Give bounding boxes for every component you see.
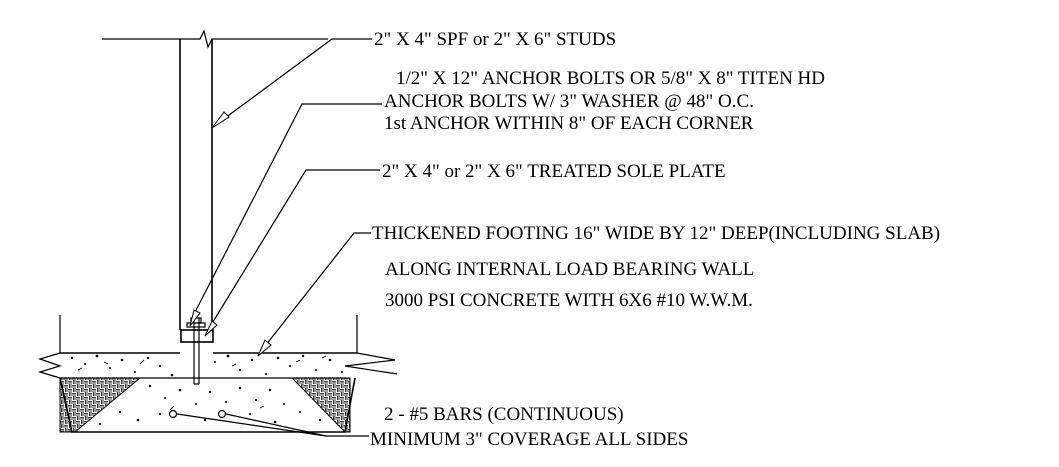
label-sole-plate: 2" X 4" or 2" X 6" TREATED SOLE PLATE: [382, 161, 726, 182]
leader-bars: [176, 413, 369, 437]
label-footing-line2: ALONG INTERNAL LOAD BEARING WALL: [385, 259, 754, 280]
anchor-bolt: [193, 318, 200, 385]
stud: [179, 39, 213, 330]
slab-outline: [37, 315, 398, 379]
concrete-dashes: [77, 355, 327, 411]
leader-sole-plate: [204, 169, 380, 337]
sole-plate: [180, 329, 214, 343]
rebar: [168, 409, 227, 419]
leader-studs: [211, 38, 372, 129]
label-studs: 2" X 4" SPF or 2" X 6" STUDS: [374, 29, 616, 50]
label-anchor-line1: 1/2" X 12" ANCHOR BOLTS OR 5/8" X 8" TIT…: [396, 68, 825, 89]
label-footing-line1: THICKENED FOOTING 16" WIDE BY 12" DEEP(I…: [372, 223, 940, 244]
label-bars-line1: 2 - #5 BARS (CONTINUOUS): [384, 404, 624, 425]
leader-footing: [257, 232, 371, 357]
concrete-speckle: [70, 354, 343, 425]
label-anchor-line2: ANCHOR BOLTS W/ 3" WASHER @ 48" O.C.: [384, 91, 754, 112]
stud-top-break-line: [102, 29, 328, 49]
label-footing-line3: 3000 PSI CONCRETE WITH 6X6 #10 W.W.M.: [385, 290, 753, 311]
leader-anchor: [189, 103, 382, 327]
label-bars-line2: MINIMUM 3" COVERAGE ALL SIDES: [370, 429, 688, 450]
footing-hatch: [59, 377, 356, 433]
label-anchor-line3: 1st ANCHOR WITHIN 8" OF EACH CORNER: [384, 113, 754, 134]
